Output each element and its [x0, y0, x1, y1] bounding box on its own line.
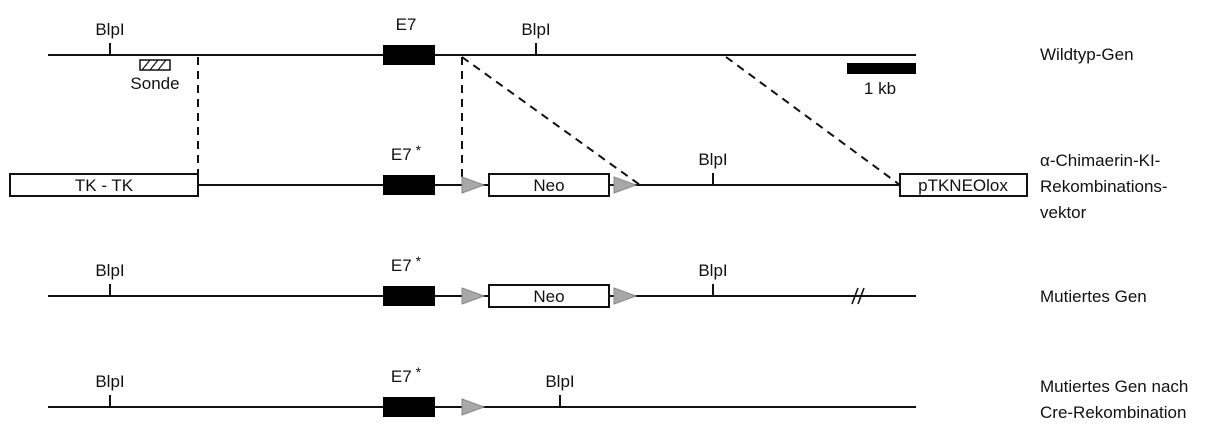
neo-cassette-box [488, 173, 610, 197]
loxp-site-triangle [461, 398, 486, 416]
homology-dashed-line [725, 56, 901, 186]
homology-connectors [197, 56, 901, 186]
blpi-site-label: BlpI [545, 372, 574, 391]
exon-e7-mutated-label: E7* [391, 364, 422, 386]
tk-cassette-box [9, 173, 199, 197]
ptkneolox-label: pTKNEOlox [918, 176, 1008, 195]
exon-e7-mutated-label: E7* [391, 253, 422, 275]
row-labels: Wildtyp-Gen α-Chimaerin-KI- Rekombinatio… [1040, 45, 1188, 422]
neo-cassette-label: Neo [533, 176, 564, 195]
row-mutated-gene: BlpI E7* Neo BlpI [48, 253, 916, 308]
row-label-wildtype: Wildtyp-Gen [1040, 45, 1134, 64]
blpi-site-label: BlpI [521, 20, 550, 39]
exon-e7-mutated-label: E7* [391, 142, 422, 164]
blpi-site-label: BlpI [95, 261, 124, 280]
blpi-site-label: BlpI [698, 150, 727, 169]
scale-bar-label: 1 kb [864, 79, 896, 98]
probe-hatch [149, 59, 159, 71]
exon-e7-label: E7 [396, 15, 417, 34]
homology-dashed-line [461, 56, 641, 186]
row-label-cre-line1: Mutiertes Gen nach [1040, 377, 1188, 396]
row-targeting-vector: TK - TK E7* Neo BlpI pTKNEOlox [9, 142, 1028, 197]
blpi-site-label: BlpI [95, 20, 124, 39]
probe-hatch [141, 59, 151, 71]
ptkneolox-box [899, 173, 1028, 197]
exon-e7-mutated [383, 286, 435, 306]
exon-e7-mutated [383, 175, 435, 195]
loxp-site-triangle [461, 176, 486, 194]
row-label-vector-line2: Rekombinations- [1040, 177, 1168, 196]
probe-hatch [157, 59, 167, 71]
row-label-vector-line3: vektor [1040, 203, 1087, 222]
exon-e7 [383, 45, 435, 65]
exon-e7-mutated [383, 397, 435, 417]
row-wildtype: BlpI BlpI E7 Sonde 1 kb [48, 15, 916, 98]
blpi-site-label: BlpI [95, 372, 124, 391]
scale-bar [847, 63, 916, 74]
tk-cassette-label: TK - TK [75, 176, 134, 195]
loxp-site-triangle [613, 176, 638, 194]
row-mutated-gene-after-cre: BlpI E7* BlpI [48, 364, 916, 417]
neo-cassette-label: Neo [533, 287, 564, 306]
row-label-vector-line1: α-Chimaerin-KI- [1040, 151, 1160, 170]
probe-box [139, 59, 171, 71]
row-label-mutated: Mutiertes Gen [1040, 287, 1147, 306]
blpi-site-label: BlpI [698, 261, 727, 280]
loxp-site-triangle [461, 287, 486, 305]
row-label-cre-line2: Cre-Rekombination [1040, 403, 1186, 422]
loxp-site-triangle [613, 287, 638, 305]
break-mark [857, 287, 865, 305]
break-mark [851, 287, 859, 305]
probe-label: Sonde [130, 74, 179, 93]
neo-cassette-box [488, 284, 610, 308]
